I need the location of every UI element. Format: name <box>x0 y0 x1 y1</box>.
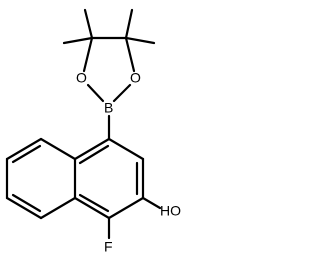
bond-c1-c8a <box>73 196 111 220</box>
bond-c-me-top-left-2 <box>62 36 94 45</box>
bond-c-o-left <box>82 36 94 73</box>
bond-c5-c6-double <box>11 144 42 164</box>
bond-c-o-right <box>124 36 136 73</box>
bond-c5-c6 <box>5 137 43 161</box>
bond-c2-oh <box>141 196 162 210</box>
bond-c-me-top-right-2 <box>124 36 156 45</box>
bond-c4a-c4 <box>73 137 111 161</box>
bond-c4-c3 <box>107 137 145 161</box>
atom-label-boron: B <box>104 100 113 116</box>
atom-label-oxygen-left: O <box>76 70 87 86</box>
bond-o-b-right <box>112 83 132 103</box>
bond-c7-c8-double <box>11 193 42 213</box>
bond-c4a-c5 <box>39 137 77 161</box>
atom-label-oxygen-right: O <box>130 70 141 86</box>
molecule-canvas: O O B HO F <box>5 8 182 255</box>
bond-c4a-c4-double <box>78 144 110 165</box>
bond-c7-c8 <box>5 196 43 220</box>
naphthalene-right-ring <box>73 137 145 220</box>
dioxaborolane-ring <box>62 8 156 103</box>
atom-label-hydroxyl: HO <box>160 203 181 219</box>
atom-label-fluorine: F <box>104 239 113 255</box>
bond-c2-c1 <box>107 196 145 220</box>
bond-c8-c8a <box>39 196 77 220</box>
molecule-diagram: O O B HO F <box>5 8 181 255</box>
naphthalene-left-ring <box>5 137 77 220</box>
bond-c1-c8a-double <box>78 193 110 213</box>
bond-c-me-top-right-1 <box>124 8 134 40</box>
bond-o-b-left <box>86 83 105 103</box>
bond-c-me-top-left-1 <box>83 8 94 40</box>
